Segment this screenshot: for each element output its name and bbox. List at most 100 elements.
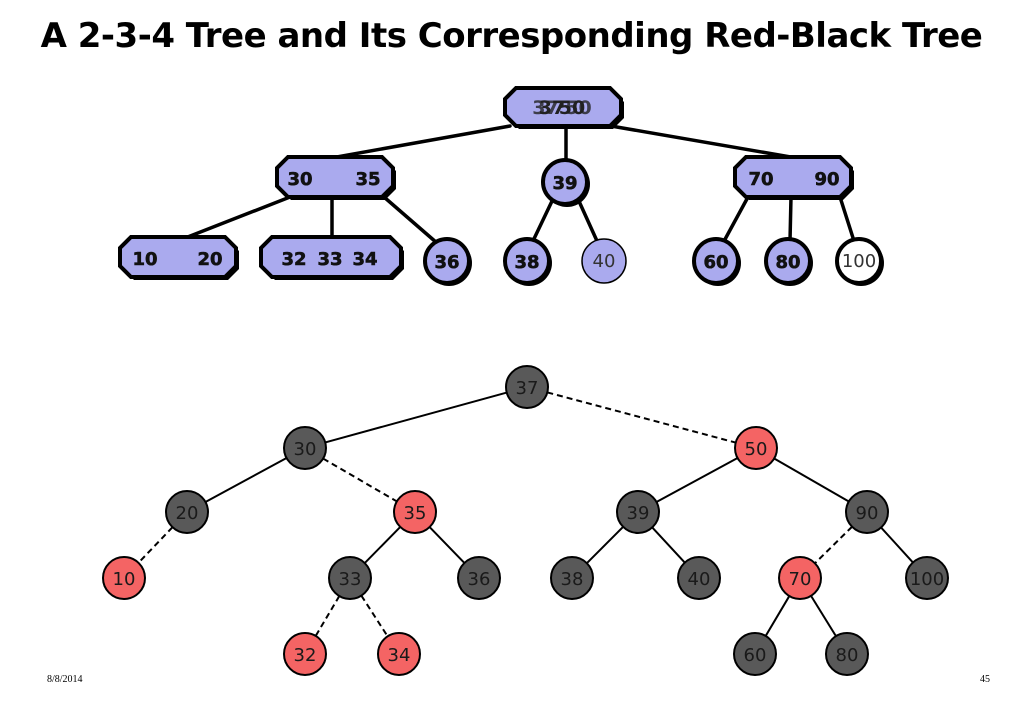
rb-node-key: 37 [516,378,539,399]
tree234-key: 90 [814,169,839,190]
rb-edge-90-100 [880,526,914,564]
rb-edge-20-10 [137,526,174,564]
rb-edge-39-40 [651,526,686,564]
slide-title: A 2-3-4 Tree and Its Corresponding Red-B… [40,16,983,56]
rb-edge-90-70 [814,526,853,564]
rb-node-36: 36 [457,556,501,600]
rb-node-10: 10 [102,556,146,600]
tree234-node-n38: 38 [503,237,552,286]
rb-edge-37-30 [324,391,508,444]
footer-date: 8/8/2014 [47,674,83,685]
tree234-node-n60: 60 [692,237,741,286]
redblack-nodes: 37 30 50 20 35 39 90 10 33 36 38 40 70 100 32 34 60 80 [102,365,949,676]
rb-node-90: 90 [845,490,889,534]
rb-node-key: 10 [113,569,136,590]
rb-node-key: 34 [388,645,411,666]
page-number: 45 [980,674,990,685]
rb-node-key: 36 [468,569,491,590]
tree234-node-n10-20: 10 20 [118,235,239,280]
rb-node-38: 38 [550,556,594,600]
rb-node-60: 60 [733,632,777,676]
tree234-edge [721,195,750,245]
tree234-key: 100 [842,251,876,272]
rb-node-33: 33 [328,556,372,600]
tree234-node-n100: 100 [835,237,884,286]
rb-node-key: 20 [176,503,199,524]
rb-edge-50-90 [773,457,850,503]
tree234-edge [838,195,856,243]
rb-node-32: 32 [283,632,327,676]
tree234-key: 80 [775,252,800,273]
tree234-key: 30 [287,169,312,190]
redblack-edges [137,391,914,637]
rb-edge-37-50 [547,391,736,444]
tree234-edge [318,124,512,162]
rb-node-key: 40 [688,569,711,590]
tree234-node-n36: 36 [423,237,472,286]
rb-node-70: 70 [778,556,822,600]
rb-node-39: 39 [616,490,660,534]
rb-node-35: 35 [393,490,437,534]
tree234-key: 10 [132,249,157,270]
tree234-node-n80: 80 [764,237,813,286]
tree234-edge [576,197,599,243]
rb-edge-33-34 [360,595,389,637]
rb-node-40: 40 [677,556,721,600]
tree234-key: 34 [352,249,377,270]
rb-node-key: 70 [789,569,812,590]
tree234-node-n39: 39 [541,158,590,207]
rb-node-key: 90 [856,503,879,524]
rb-node-50: 50 [734,426,778,470]
rb-node-key: 30 [294,439,317,460]
rb-node-key: 100 [910,569,944,590]
rb-node-37: 37 [505,365,549,409]
tree234-key: 32 [281,249,306,270]
rb-node-key: 80 [836,645,859,666]
rb-node-80: 80 [825,632,869,676]
tree234-key: 60 [703,252,728,273]
rb-node-key: 60 [744,645,767,666]
rb-node-34: 34 [377,632,421,676]
tree234-key: 39 [552,173,577,194]
rb-edge-70-80 [810,595,837,637]
tree234-key: 20 [197,249,222,270]
tree234-key: 36 [434,252,459,273]
tree234-key: 40 [593,251,616,272]
rb-edge-30-35 [322,457,398,503]
tree234-edge [788,195,793,243]
tree234-node-n30-35: 30 35 [275,155,396,200]
rb-edge-50-39 [655,457,739,503]
tree234-edges [178,124,856,245]
rb-node-key: 39 [627,503,650,524]
rb-node-key: 32 [294,645,317,666]
rb-edge-30-20 [204,457,288,503]
rb-edge-70-60 [764,595,791,637]
tree234-node-n40: 40 [581,238,627,284]
tree234-key: 38 [514,252,539,273]
rb-node-key: 33 [339,569,362,590]
rb-node-100: 100 [905,556,949,600]
rb-node-key: 38 [561,569,584,590]
tree234-key-overlap: 37 50 [532,97,592,119]
tree234-node-n70-90: 70 90 [733,155,854,200]
tree234-key: 37 [539,97,565,119]
tree234-edge [609,124,810,162]
rb-edge-35-36 [428,526,466,564]
tree234-key: 35 [355,169,380,190]
rb-node-key: 35 [404,503,427,524]
tree234-edge [382,195,439,245]
tree234-edge [178,195,292,242]
rb-node-key: 50 [745,439,768,460]
rb-node-20: 20 [165,490,209,534]
tree234-key: 70 [748,169,773,190]
rb-edge-39-38 [586,526,624,564]
rb-edge-33-32 [314,595,341,637]
tree234-edge [530,197,555,245]
rb-edge-35-33 [364,526,401,564]
tree234-key: 50 [559,97,585,119]
rb-node-30: 30 [283,426,327,470]
